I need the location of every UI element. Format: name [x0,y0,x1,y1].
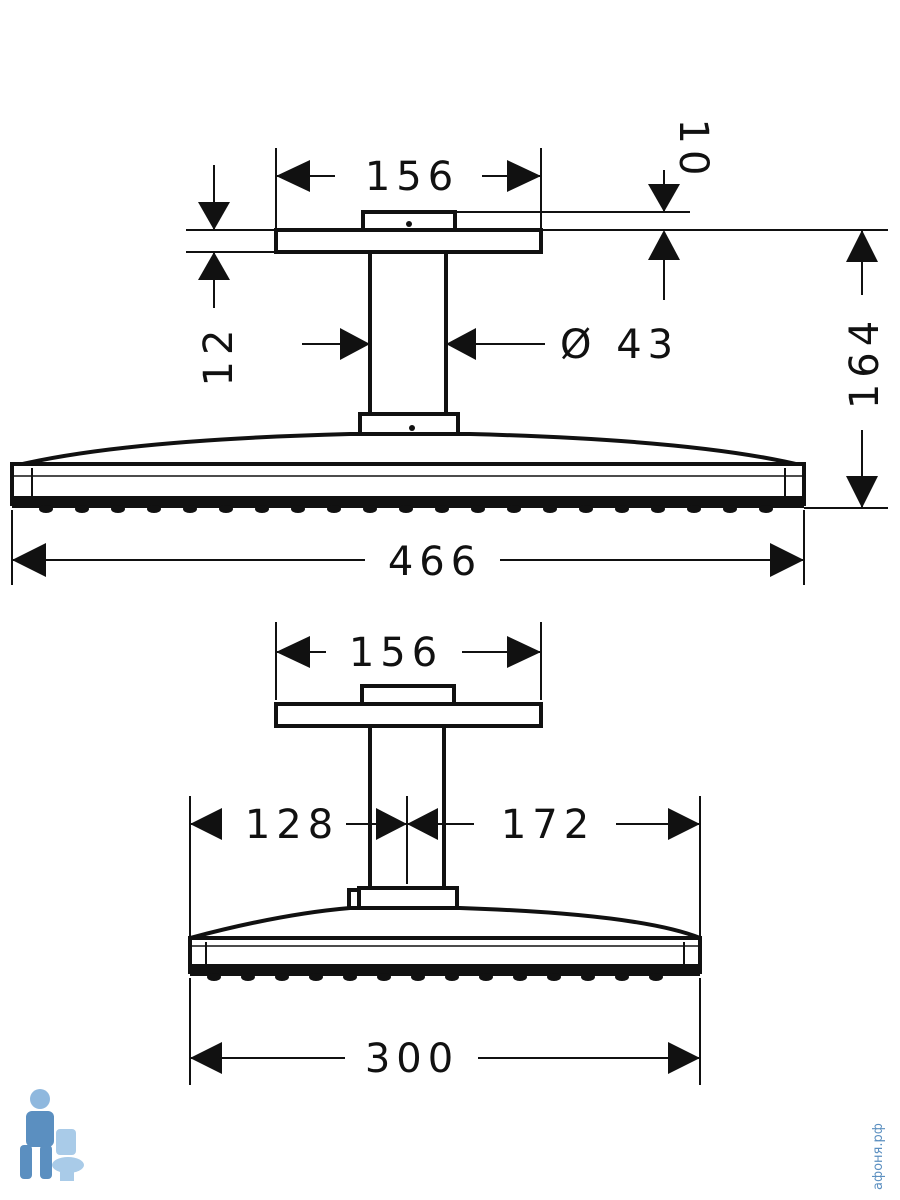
side-drawing: 156 128 172 300 [188,622,702,1085]
nozzle [543,505,557,513]
arrow-right [507,636,541,668]
nozzle [579,505,593,513]
nozzle-row [207,973,663,981]
nozzle [309,973,323,981]
arrow-up [846,230,878,262]
arrow-right [376,808,407,840]
nozzle [255,505,269,513]
dim-head-length: 466 [388,539,482,585]
arrow-right [507,160,541,192]
nozzle [411,973,425,981]
ceiling-flange [274,228,543,254]
dim-flange-gap: 10 [670,119,716,182]
nozzle [723,505,737,513]
top-drawing: 156 10 12 Ø 43 164 [10,119,888,585]
nozzle [581,973,595,981]
nozzle [687,505,701,513]
shower-head-base [12,496,804,508]
nozzle [547,973,561,981]
dim-offset-right: 172 [501,802,595,848]
arrow-up [198,252,230,280]
nozzle [291,505,305,513]
arrow-left [190,808,222,840]
nozzle [275,973,289,981]
dim-flange-thickness: 12 [196,324,242,387]
arrow-right [770,543,804,577]
watermark-text: афоня.рф [871,1123,886,1190]
nozzle [759,505,773,513]
nozzle [615,973,629,981]
arrow-right [340,328,370,360]
nozzle [651,505,665,513]
nozzle [39,505,53,513]
nozzle [363,505,377,513]
arrow-left [446,328,476,360]
nozzle [615,505,629,513]
nozzle [377,973,391,981]
nozzle [75,505,89,513]
arrow-left [407,808,438,840]
arrow-left [276,636,310,668]
nozzle [507,505,521,513]
nozzle [207,973,221,981]
ceiling-cap [360,684,456,706]
dim-head-width: 300 [365,1036,459,1082]
arrow-down [198,202,230,230]
nozzle-row [39,505,773,513]
arrow-up [648,230,680,260]
arrow-down [648,184,680,212]
nozzle [183,505,197,513]
shower-head-base [190,964,700,976]
shower-head-top [189,906,701,940]
nozzle [147,505,161,513]
dim-flange-width-top: 156 [365,154,459,200]
shower-arm [368,250,448,416]
arrow-left [276,160,310,192]
arrow-down [846,476,878,508]
dim-offset-left: 128 [245,802,339,848]
nozzle [513,973,527,981]
nozzle [343,973,357,981]
arrow-right [668,1042,700,1074]
ceiling-flange [274,702,543,728]
arrow-left [12,543,46,577]
nozzle [327,505,341,513]
nozzle [479,973,493,981]
arrow-right [668,808,700,840]
nozzle [435,505,449,513]
nozzle [471,505,485,513]
dim-flange-width-side: 156 [349,630,443,676]
nozzle [649,973,663,981]
cap-screw [406,221,412,227]
nozzle [445,973,459,981]
nozzle [111,505,125,513]
shower-head-top [13,432,805,468]
nozzle [241,973,255,981]
connector-screw [409,425,415,431]
head-connector [358,412,460,436]
dim-total-height: 164 [842,315,888,409]
nozzle [399,505,413,513]
dim-arm-diameter: Ø 43 [560,322,679,368]
head-connector [357,886,459,910]
nozzle [219,505,233,513]
plumber-mascot-icon [20,1089,84,1181]
arrow-left [190,1042,222,1074]
